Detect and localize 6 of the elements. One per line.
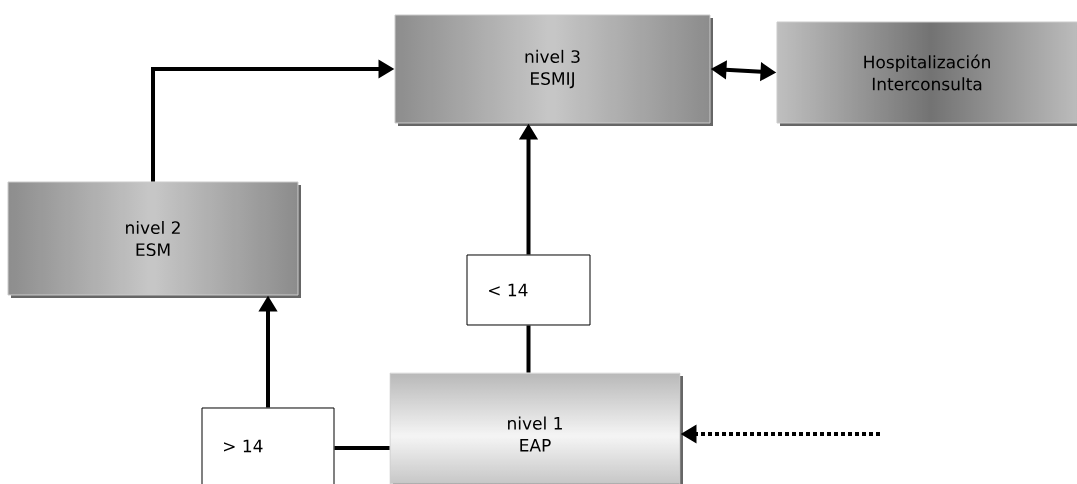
level-box: nivel 1 EAP [389, 372, 683, 484]
level-box: nivel 2 ESM [7, 181, 301, 298]
service-box: Hospitalización Interconsulta [776, 21, 1077, 126]
age-box: < 14 [466, 254, 591, 326]
age-box: > 14 [201, 407, 335, 484]
level-box: nivel 3 ESMIJ [394, 14, 713, 126]
